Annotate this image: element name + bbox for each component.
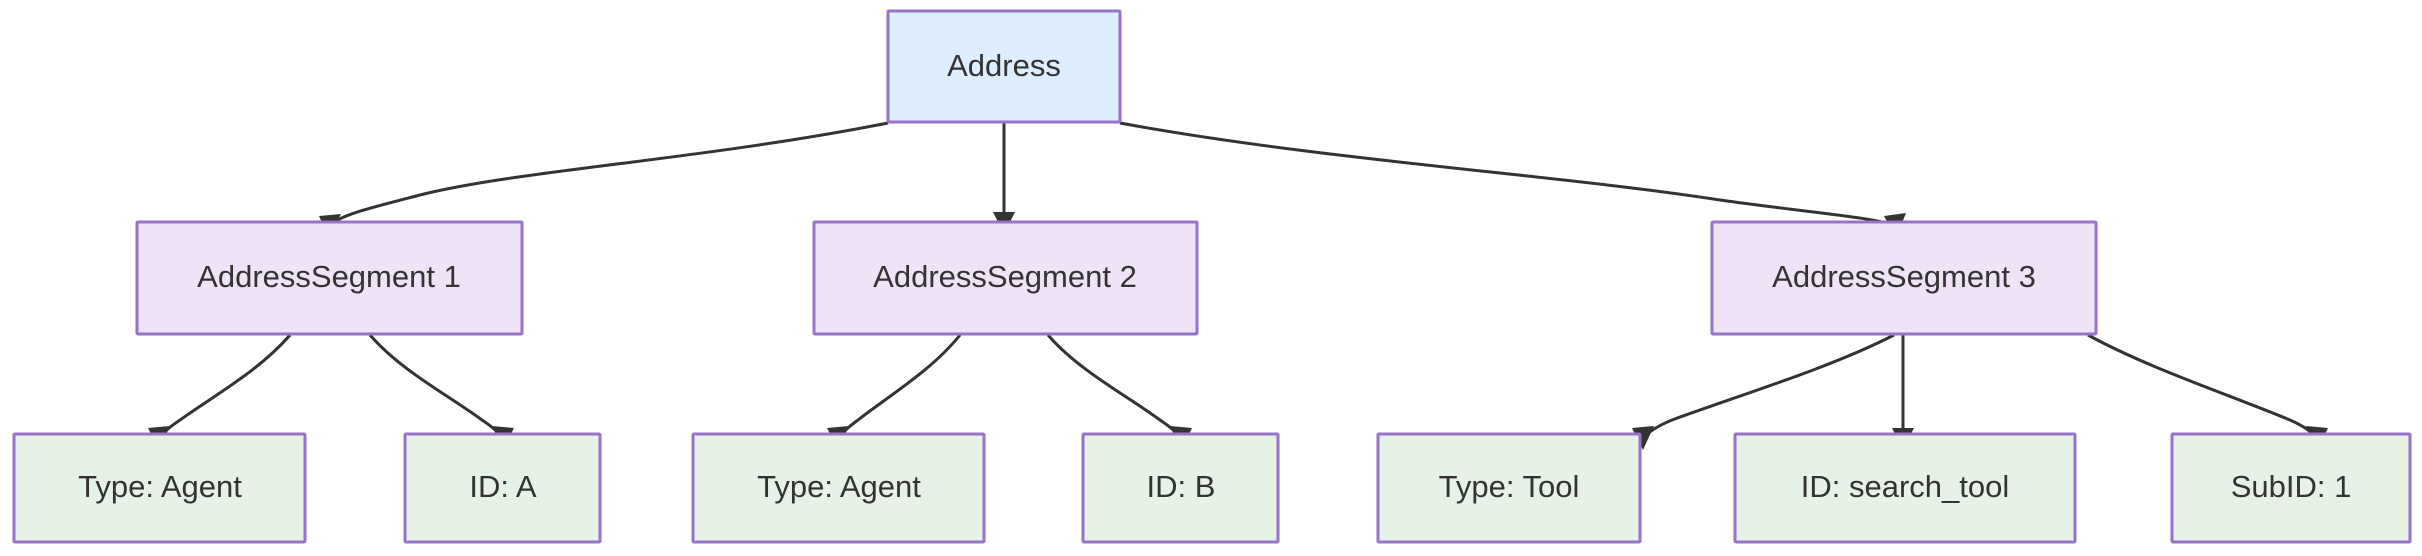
node-leaf-4-rect[interactable] <box>1081 432 1280 544</box>
node-leaf-5-rect[interactable] <box>1376 432 1642 544</box>
edge-root-to-segment-1 <box>327 121 889 228</box>
edge-segment-2-to-leaf-4 <box>1046 334 1182 439</box>
edge-segment-2-to-leaf-3 <box>837 334 962 439</box>
edge-root-to-segment-3 <box>1119 121 1895 228</box>
node-leaf-2-rect[interactable] <box>403 432 602 544</box>
node-segment-2-rect[interactable] <box>812 220 1199 336</box>
node-leaf-6[interactable]: ID: search_tool <box>1733 432 2077 544</box>
node-leaf-3[interactable]: Type: Agent <box>691 432 986 544</box>
node-root[interactable]: Address <box>886 9 1122 124</box>
node-segment-1-rect[interactable] <box>135 220 524 336</box>
node-segment-1[interactable]: AddressSegment 1 <box>135 220 524 336</box>
node-leaf-1-rect[interactable] <box>12 432 307 544</box>
node-segment-3[interactable]: AddressSegment 3 <box>1710 220 2098 336</box>
edge-segment-3-to-leaf-7 <box>2087 333 2318 439</box>
node-leaf-1[interactable]: Type: Agent <box>12 432 307 544</box>
edge-segment-1-to-leaf-2 <box>368 334 504 439</box>
node-leaf-6-rect[interactable] <box>1733 432 2077 544</box>
node-segment-2[interactable]: AddressSegment 2 <box>812 220 1199 336</box>
node-leaf-7-rect[interactable] <box>2170 432 2412 544</box>
edge-segment-1-to-leaf-1 <box>158 334 292 439</box>
node-leaf-5[interactable]: Type: Tool <box>1376 432 1642 544</box>
edge-segment-3-to-leaf-5 <box>1642 333 1895 439</box>
node-root-rect[interactable] <box>886 9 1122 124</box>
node-leaf-3-rect[interactable] <box>691 432 986 544</box>
node-leaf-7[interactable]: SubID: 1 <box>2170 432 2412 544</box>
node-segment-3-rect[interactable] <box>1710 220 2098 336</box>
node-leaf-2[interactable]: ID: A <box>403 432 602 544</box>
arrow-head-segment-3-to-leaf-5 <box>1632 426 1654 450</box>
node-leaf-4[interactable]: ID: B <box>1081 432 1280 544</box>
